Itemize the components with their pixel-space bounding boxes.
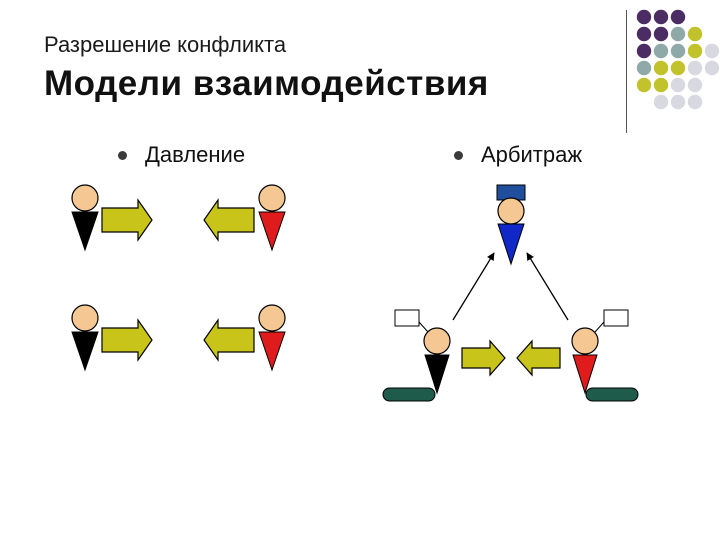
person-body bbox=[424, 354, 450, 395]
person-head bbox=[423, 327, 451, 355]
desk-right bbox=[585, 387, 639, 402]
person-body bbox=[572, 354, 598, 395]
decor-dot bbox=[653, 60, 669, 76]
person-body bbox=[71, 331, 99, 372]
decor-dot bbox=[653, 94, 669, 110]
person-right-red-1 bbox=[258, 184, 286, 252]
decor-dot bbox=[636, 26, 652, 42]
decor-dot bbox=[687, 60, 703, 76]
bullet-pressure: Давление bbox=[118, 142, 245, 168]
person-left-black-1 bbox=[71, 184, 99, 252]
slide-title: Модели взаимодействия bbox=[44, 64, 489, 103]
bullet-arbitration-label: Арбитраж bbox=[481, 142, 583, 167]
decor-dot bbox=[670, 77, 686, 93]
speech-bubble-left bbox=[394, 309, 429, 333]
decor-dot bbox=[636, 9, 652, 25]
person-body bbox=[258, 211, 286, 252]
bullet-dot-icon bbox=[454, 150, 463, 160]
person-head bbox=[571, 327, 599, 355]
person-right-red-2 bbox=[258, 304, 286, 372]
arrow-right bbox=[461, 339, 506, 377]
decor-dot bbox=[636, 60, 652, 76]
person-body bbox=[258, 331, 286, 372]
decor-dot bbox=[687, 43, 703, 59]
bullet-arbitration: Арбитраж bbox=[454, 142, 582, 168]
decor-dot bbox=[653, 26, 669, 42]
person-head bbox=[71, 184, 99, 212]
decor-dot bbox=[704, 43, 720, 59]
bullet-dot-icon bbox=[118, 150, 127, 160]
decor-dot-grid bbox=[636, 9, 720, 110]
decor-dot bbox=[704, 60, 720, 76]
arbiter-figure bbox=[496, 184, 526, 266]
decor-dot bbox=[670, 60, 686, 76]
decor-dot bbox=[687, 77, 703, 93]
decor-dot bbox=[670, 94, 686, 110]
person-head bbox=[497, 197, 525, 225]
party-right-red bbox=[571, 327, 599, 395]
arrow-right bbox=[101, 198, 153, 242]
party-left-black bbox=[423, 327, 451, 395]
decor-dot bbox=[636, 43, 652, 59]
person-left-black-2 bbox=[71, 304, 99, 372]
decor-divider-line bbox=[626, 10, 627, 133]
arrow-left bbox=[516, 339, 561, 377]
arrow-left bbox=[203, 198, 255, 242]
person-head bbox=[258, 184, 286, 212]
appeal-arrow-left bbox=[452, 252, 495, 321]
speech-bubble-right bbox=[594, 309, 629, 333]
decor-dot bbox=[670, 43, 686, 59]
desk-left bbox=[382, 387, 436, 402]
person-head bbox=[71, 304, 99, 332]
bullet-pressure-label: Давление bbox=[145, 142, 246, 167]
arrow-right bbox=[101, 318, 153, 362]
decor-dot bbox=[653, 77, 669, 93]
decor-dot bbox=[670, 26, 686, 42]
person-body bbox=[71, 211, 99, 252]
slide-subtitle: Разрешение конфликта bbox=[44, 32, 287, 57]
appeal-arrow-right bbox=[526, 252, 569, 321]
arrow-left bbox=[203, 318, 255, 362]
decor-dot bbox=[636, 77, 652, 93]
decor-dot bbox=[653, 43, 669, 59]
decor-dot bbox=[653, 9, 669, 25]
decor-dot bbox=[687, 94, 703, 110]
person-body bbox=[497, 223, 525, 266]
person-head bbox=[258, 304, 286, 332]
decor-dot bbox=[670, 9, 686, 25]
decor-dot bbox=[687, 26, 703, 42]
